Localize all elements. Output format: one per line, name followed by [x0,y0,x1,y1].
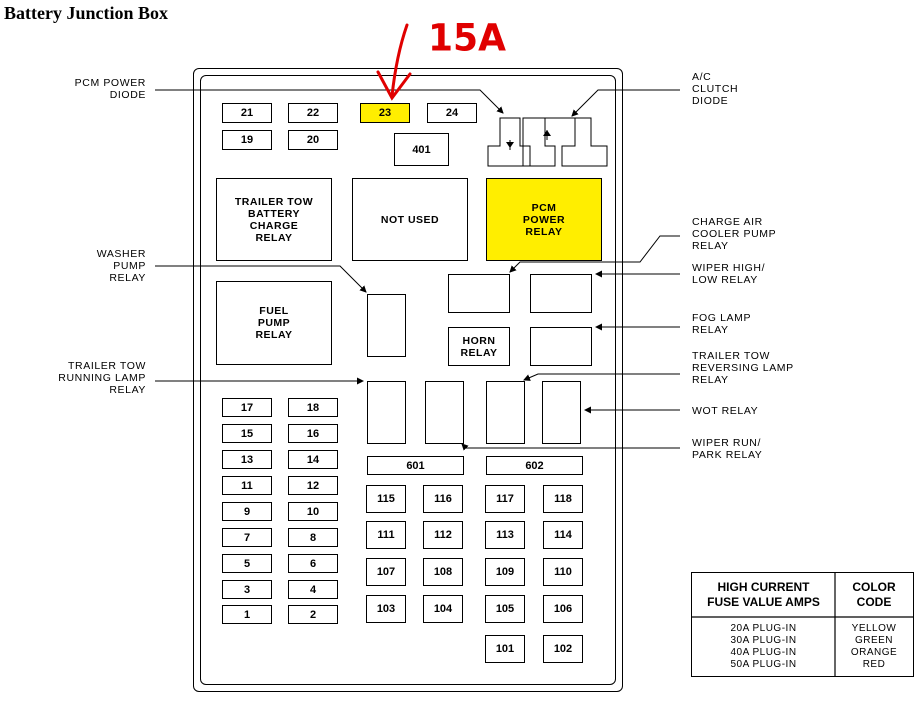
fuse-115: 115 [366,485,406,513]
fuse-101: 101 [485,635,525,663]
pcm-power-relay: PCM POWER RELAY [486,178,602,261]
fuse-113: 113 [485,521,525,549]
wiper-run-park-relay [425,381,464,444]
charge-air-cooler-pump-relay [448,274,510,313]
not-used-relay: NOT USED [352,178,468,261]
washer-pump-relay [367,294,406,357]
trailer-tow-battery-charge-relay: TRAILER TOW BATTERY CHARGE RELAY [216,178,332,261]
fuse-112: 112 [423,521,463,549]
fuse-color-table [691,572,914,677]
fuse-106: 106 [543,595,583,623]
label-washer-pump-relay: WASHER PUMP RELAY [96,248,146,284]
fuse-6: 6 [288,554,338,573]
fuse-601: 601 [367,456,464,475]
table-header-fuse-value: HIGH CURRENT FUSE VALUE AMPS [707,580,820,609]
fuse-118: 118 [543,485,583,513]
fuse-3: 3 [222,580,272,599]
label-charge-air-cooler-pump-relay: CHARGE AIR COOLER PUMP RELAY [692,216,777,252]
fuse-19: 19 [222,130,272,150]
fuse-602: 602 [486,456,583,475]
annotation-arrow [376,23,412,101]
fuse-105: 105 [485,595,525,623]
fuse-12: 12 [288,476,338,495]
table-header-color-code: COLOR CODE [852,580,896,609]
fuse-17: 17 [222,398,272,417]
label-ac-clutch-diode: A/C CLUTCH DIODE [692,71,739,107]
trailer-tow-running-lamp-relay [367,381,406,444]
fuse-8: 8 [288,528,338,547]
ac-clutch-diode-shape [522,117,556,167]
fuse-14: 14 [288,450,338,469]
fuse-4: 4 [288,580,338,599]
fuse-23: 23 [360,103,410,123]
fuse-114: 114 [543,521,583,549]
label-pcm-power-diode: PCM POWER DIODE [74,77,146,101]
fuse-7: 7 [222,528,272,547]
wot-relay [542,381,581,444]
fuse-13: 13 [222,450,272,469]
fuse-1: 1 [222,605,272,624]
fuse-109: 109 [485,558,525,586]
fuse-18: 18 [288,398,338,417]
fuse-103: 103 [366,595,406,623]
fuse-107: 107 [366,558,406,586]
fuse-16: 16 [288,424,338,443]
fuse-11: 11 [222,476,272,495]
fuse-22: 22 [288,103,338,123]
table-color-codes: YELLOW GREEN ORANGE RED [850,623,898,670]
fuse-9: 9 [222,502,272,521]
fuse-117: 117 [485,485,525,513]
fuse-2: 2 [288,605,338,624]
label-trailer-tow-reversing-lamp-relay: TRAILER TOW REVERSING LAMP RELAY [692,350,794,386]
fuse-116: 116 [423,485,463,513]
fuse-5: 5 [222,554,272,573]
fuse-10: 10 [288,502,338,521]
fuse-102: 102 [543,635,583,663]
label-wiper-run-park-relay: WIPER RUN/ PARK RELAY [692,437,763,461]
ac-clutch-diode-shape-right [561,117,608,167]
fog-lamp-relay [530,327,592,366]
page-title: Battery Junction Box [4,3,168,23]
table-fuse-values: 20A PLUG-IN 30A PLUG-IN 40A PLUG-IN 50A … [730,623,797,670]
fuel-pump-relay: FUEL PUMP RELAY [216,281,332,365]
fuse-21: 21 [222,103,272,123]
wiper-high-low-relay [530,274,592,313]
label-fog-lamp-relay: FOG LAMP RELAY [692,312,752,336]
pcm-power-diode-shape [487,117,531,167]
fuse-15: 15 [222,424,272,443]
fuse-110: 110 [543,558,583,586]
junction-box-outer [193,68,623,692]
label-trailer-tow-running-lamp-relay: TRAILER TOW RUNNING LAMP RELAY [58,360,146,396]
fuse-24: 24 [427,103,477,123]
trailer-tow-reversing-lamp-relay [486,381,525,444]
fuse-20: 20 [288,130,338,150]
fuse-401: 401 [394,133,449,166]
fuse-108: 108 [423,558,463,586]
label-wiper-high-low-relay: WIPER HIGH/ LOW RELAY [692,262,766,286]
fuse-104: 104 [423,595,463,623]
annotation-text: 15A [428,16,506,61]
label-wot-relay: WOT RELAY [692,405,759,417]
horn-relay: HORN RELAY [448,327,510,366]
fuse-111: 111 [366,521,406,549]
